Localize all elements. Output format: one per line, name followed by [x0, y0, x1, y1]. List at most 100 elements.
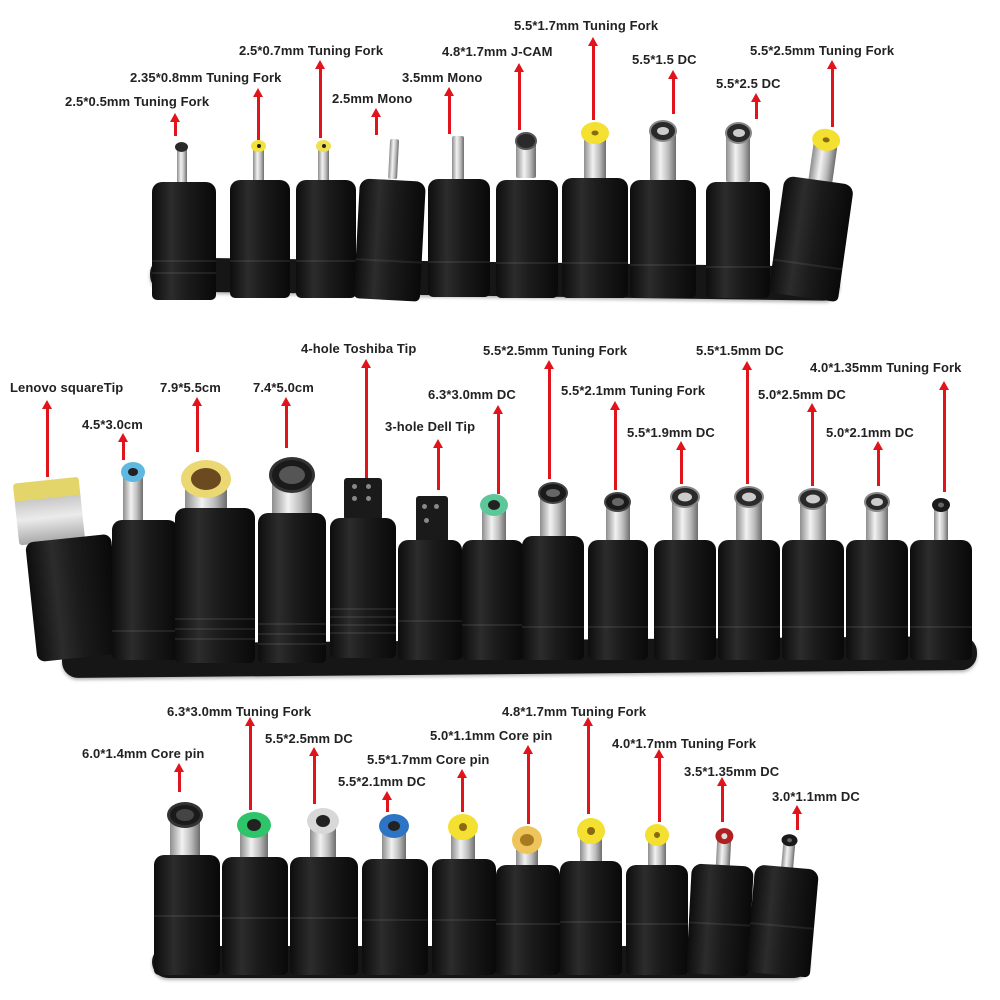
- tip-label: 5.5*2.5mm DC: [265, 731, 353, 746]
- pointer-arrow: [192, 397, 202, 452]
- connector-tip: [496, 824, 560, 975]
- tip-label: 5.0*2.1mm DC: [826, 425, 914, 440]
- pointer-arrow: [433, 439, 443, 490]
- pointer-arrow: [514, 63, 524, 130]
- tip-label: 7.9*5.5cm: [160, 380, 221, 395]
- connector-tip: [222, 810, 288, 975]
- connector-tip: [154, 800, 220, 975]
- tip-label: 5.5*1.7mm Core pin: [367, 752, 490, 767]
- pointer-arrow: [170, 113, 180, 136]
- connector-tip: [910, 496, 972, 660]
- pointer-arrow: [717, 777, 727, 822]
- connector-tip: [846, 490, 908, 660]
- tip-label: 4.8*1.7mm J-CAM: [442, 44, 553, 59]
- tip-label: 6.0*1.4mm Core pin: [82, 746, 205, 761]
- connector-tip: [745, 829, 822, 978]
- tip-label: 3.0*1.1mm DC: [772, 789, 860, 804]
- pointer-arrow: [588, 37, 598, 120]
- connector-tip: [428, 132, 490, 297]
- pointer-arrow: [668, 70, 678, 114]
- tip-label: 3.5mm Mono: [402, 70, 483, 85]
- connector-tip: [152, 140, 216, 300]
- connector-tip: [782, 486, 844, 660]
- connector-tip: [588, 490, 648, 660]
- pointer-arrow: [382, 791, 392, 812]
- pointer-arrow: [309, 747, 319, 804]
- tip-label: 5.5*1.5mm DC: [696, 343, 784, 358]
- pointer-arrow: [751, 93, 761, 119]
- tip-label: 5.5*2.5mm Tuning Fork: [483, 343, 628, 358]
- pointer-arrow: [939, 381, 949, 492]
- connector-tip: [290, 806, 358, 975]
- tip-label: 5.5*2.1mm Tuning Fork: [561, 383, 706, 398]
- pointer-arrow: [827, 60, 837, 127]
- connector-tip: [522, 480, 584, 660]
- tip-label: 4.8*1.7mm Tuning Fork: [502, 704, 647, 719]
- connector-tip: [330, 478, 396, 658]
- tip-label: 5.0*1.1mm Core pin: [430, 728, 553, 743]
- tip-label: 6.3*3.0mm DC: [428, 387, 516, 402]
- connector-tip: [108, 460, 178, 660]
- connector-tip: [562, 120, 628, 298]
- connector-tip: [258, 455, 326, 663]
- tip-label: 5.5*1.5 DC: [632, 52, 697, 67]
- tip-label: 4.0*1.35mm Tuning Fork: [810, 360, 962, 375]
- connector-tip: [718, 484, 780, 660]
- tip-label: 3-hole Dell Tip: [385, 419, 476, 434]
- pointer-arrow: [118, 433, 128, 460]
- pointer-arrow: [873, 441, 883, 486]
- pointer-arrow: [361, 359, 371, 478]
- connector-tip: [398, 496, 462, 660]
- pointer-arrow: [583, 717, 593, 814]
- pointer-arrow: [371, 108, 381, 135]
- tip-label: 4.0*1.7mm Tuning Fork: [612, 736, 757, 751]
- tip-label: 5.5*1.9mm DC: [627, 425, 715, 440]
- connector-tip: [432, 812, 496, 975]
- tip-label: 2.35*0.8mm Tuning Fork: [130, 70, 282, 85]
- pointer-arrow: [253, 88, 263, 140]
- tip-label: 5.5*2.1mm DC: [338, 774, 426, 789]
- connector-tip: [175, 458, 255, 663]
- tip-label: 4.5*3.0cm: [82, 417, 143, 432]
- connector-tip: [353, 133, 429, 302]
- tip-label: 7.4*5.0cm: [253, 380, 314, 395]
- tip-label: 6.3*3.0mm Tuning Fork: [167, 704, 312, 719]
- connector-tip: [686, 824, 756, 977]
- pointer-arrow: [610, 401, 620, 490]
- connector-tip: [560, 816, 622, 975]
- connector-tip: [626, 822, 688, 975]
- connector-tip: [706, 120, 770, 298]
- pointer-arrow: [174, 763, 184, 792]
- tip-label: 2.5*0.7mm Tuning Fork: [239, 43, 384, 58]
- tip-label: 5.0*2.5mm DC: [758, 387, 846, 402]
- tip-label: 3.5*1.35mm DC: [684, 764, 780, 779]
- tip-label: 4-hole Toshiba Tip: [301, 341, 417, 356]
- pointer-arrow: [493, 405, 503, 494]
- tip-label: 5.5*1.7mm Tuning Fork: [514, 18, 659, 33]
- pointer-arrow: [42, 400, 52, 477]
- tip-label: 2.5mm Mono: [332, 91, 413, 106]
- pointer-arrow: [676, 441, 686, 484]
- tip-label: 5.5*2.5 DC: [716, 76, 781, 91]
- pointer-arrow: [457, 769, 467, 812]
- tip-label: Lenovo squareTip: [10, 380, 124, 395]
- pointer-arrow: [807, 403, 817, 486]
- pointer-arrow: [792, 805, 802, 830]
- connector-tip: [462, 492, 524, 660]
- pointer-arrow: [742, 361, 752, 484]
- connector-tip: [630, 118, 696, 298]
- pointer-arrow: [315, 60, 325, 138]
- pointer-arrow: [523, 745, 533, 824]
- pointer-arrow: [654, 749, 664, 822]
- pointer-arrow: [281, 397, 291, 448]
- pointer-arrow: [245, 717, 255, 810]
- connector-tip: [230, 138, 290, 298]
- pointer-arrow: [444, 87, 454, 134]
- connector-tip: [362, 812, 428, 975]
- connector-tip: [654, 484, 716, 660]
- tip-label: 2.5*0.5mm Tuning Fork: [65, 94, 210, 109]
- pointer-arrow: [544, 360, 554, 479]
- connector-tip: [768, 122, 861, 303]
- connector-tip: [496, 130, 558, 298]
- connector-tip: [296, 138, 356, 298]
